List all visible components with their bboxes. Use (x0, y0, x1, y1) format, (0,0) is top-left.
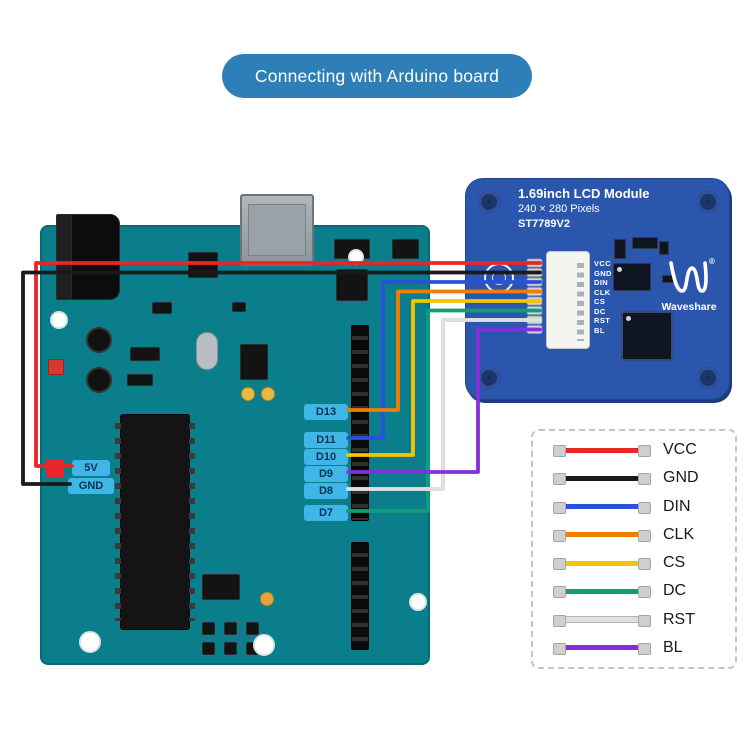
legend-wire-swatch (553, 558, 651, 571)
registered-mark: ® (709, 257, 715, 266)
icsp-pin-2 (224, 622, 237, 635)
arduino-board: D13 D11 D10 D9 D8 D7 5V GND (40, 194, 430, 665)
arduino-pin-d13: D13 (304, 404, 348, 420)
capacitor-yellow-2 (261, 387, 275, 401)
component-header-b (392, 239, 419, 259)
legend-wire-swatch (553, 586, 651, 599)
module-controller: ST7789V2 (518, 218, 570, 230)
arduino-pin-d11: D11 (304, 432, 348, 448)
module-pin-vcc: VCC (594, 259, 612, 268)
module-pin-rst: RST (594, 316, 611, 325)
reset-button (188, 252, 218, 278)
pin-header-top (351, 325, 369, 521)
legend-label: RST (663, 610, 695, 628)
legend-wire-swatch (553, 529, 651, 542)
smd-part-2 (632, 237, 658, 249)
capacitor-orange (260, 592, 274, 606)
arduino-pin-gnd: GND (68, 478, 114, 494)
corner-screw-bl (478, 367, 500, 389)
certification-emblem (484, 263, 514, 293)
mounting-hole-bl (79, 631, 101, 653)
ic-chip-small (240, 344, 268, 380)
wiring-legend: VCC GND DIN CLK CS DC RST BL (531, 429, 737, 669)
arduino-pin-5v: 5V (72, 460, 110, 476)
capacitor-2 (86, 367, 112, 393)
arduino-pin-d7: D7 (304, 505, 348, 521)
mounting-hole-br (409, 593, 427, 611)
component-square (336, 269, 368, 301)
smd-ic-8pin (613, 263, 651, 291)
usb-connector-inner (248, 204, 306, 256)
smd-part-3 (659, 241, 669, 255)
legend-row-din: DIN (553, 497, 735, 516)
lcd-module: 1.69inch LCD Module 240 × 280 Pixels ST7… (465, 178, 730, 400)
capacitor-yellow-1 (241, 387, 255, 401)
atmega-dip-chip (115, 414, 195, 630)
legend-label: VCC (663, 441, 697, 459)
title-text: Connecting with Arduino board (254, 65, 500, 86)
icsp-pin-1 (202, 622, 215, 635)
fpc-wire-connector (546, 251, 590, 349)
legend-wire-swatch (553, 445, 651, 458)
crystal-oscillator (196, 332, 218, 370)
arduino-pin-d9: D9 (304, 466, 348, 482)
legend-label: DIN (663, 497, 691, 515)
arduino-pin-d8: D8 (304, 483, 348, 499)
legend-row-dc: DC (553, 582, 735, 600)
legend-wire-swatch (553, 501, 651, 514)
pin-header-bottom (351, 542, 369, 650)
legend-wire-swatch (553, 473, 651, 486)
legend-row-clk: CLK (553, 525, 735, 544)
module-pin-cs: CS (594, 297, 606, 306)
corner-screw-br (697, 367, 719, 389)
title-banner: Connecting with Arduino board (222, 54, 532, 98)
component-small-2 (232, 302, 246, 312)
module-resolution: 240 × 280 Pixels (518, 203, 600, 215)
mounting-hole-left (50, 311, 68, 329)
legend-label: CLK (663, 525, 695, 543)
waveshare-logo-icon (669, 261, 708, 293)
icsp-pin-5 (224, 642, 237, 655)
module-pin-clk: CLK (594, 287, 611, 297)
legend-row-rst: RST (553, 610, 735, 629)
component-bottom (202, 574, 240, 600)
legend-wire-swatch (553, 642, 651, 655)
driver-ic-dot (626, 316, 631, 321)
arduino-pin-d10: D10 (304, 449, 348, 465)
mounting-hole-bm (253, 634, 275, 656)
module-pin-bl: BL (594, 325, 605, 335)
ic-pin1-dot (617, 267, 622, 272)
component-small-1 (152, 302, 172, 314)
capacitor-1 (86, 327, 112, 353)
legend-wire-swatch (553, 614, 651, 627)
legend-row-gnd: GND (553, 469, 735, 487)
corner-screw-tr (697, 191, 719, 213)
legend-row-vcc: VCC (553, 441, 735, 459)
corner-screw-tl (478, 191, 500, 213)
legend-label: GND (663, 469, 699, 487)
module-pin-dc: DC (594, 306, 606, 316)
module-pin-gnd: GND (594, 268, 612, 278)
icsp-pin-3 (246, 622, 259, 635)
module-pin-din: DIN (594, 278, 609, 287)
icsp-pin-4 (202, 642, 215, 655)
mounting-hole (348, 249, 364, 265)
component-small-4 (127, 374, 153, 386)
legend-row-cs: CS (553, 554, 735, 572)
5v-connection-pad (46, 459, 64, 477)
legend-label: DC (663, 582, 687, 600)
power-jack-face (56, 214, 72, 300)
legend-label: CS (663, 554, 686, 572)
legend-label: BL (663, 638, 683, 656)
waveshare-brand-text: Waveshare (661, 301, 717, 313)
component-small-3 (130, 347, 160, 361)
component-red (48, 359, 64, 375)
module-name: 1.69inch LCD Module (518, 186, 650, 201)
smd-part-1 (614, 239, 626, 259)
legend-row-bl: BL (553, 638, 735, 657)
